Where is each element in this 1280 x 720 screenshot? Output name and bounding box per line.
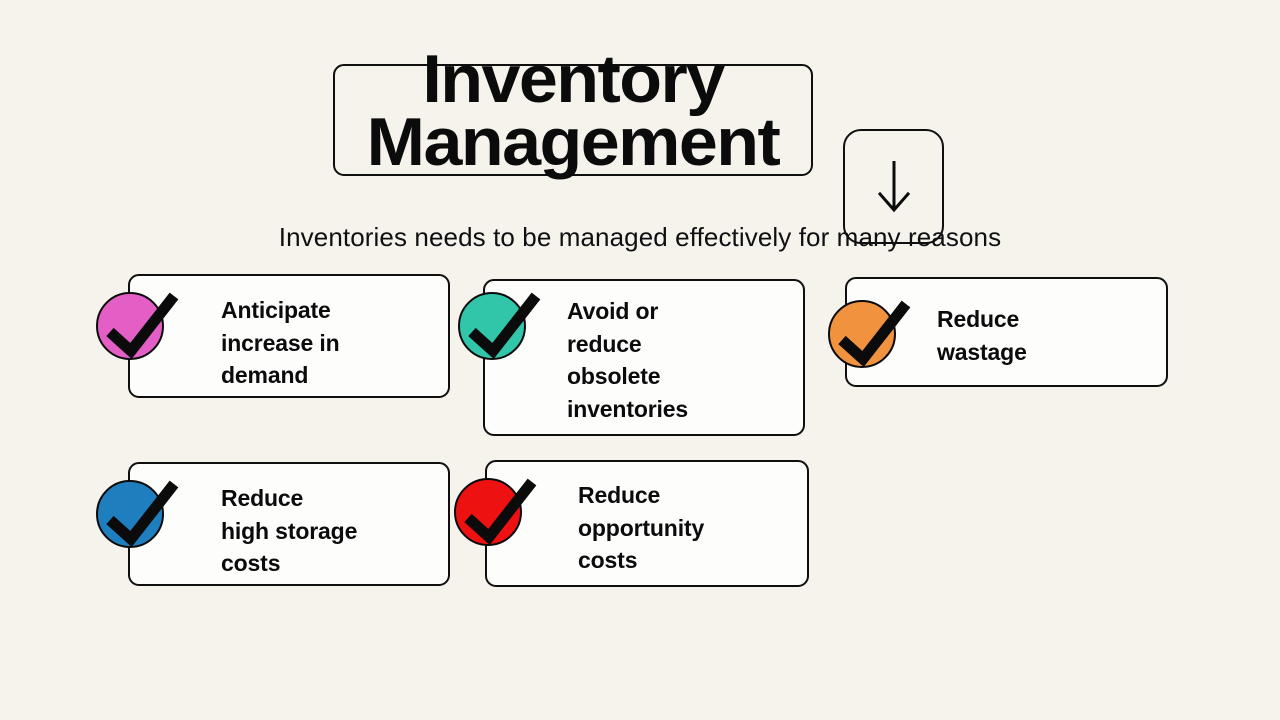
reason-card-label: Reduce high storage costs <box>221 485 358 577</box>
slide-header: Inventory Management <box>0 45 1280 244</box>
check-circle-icon <box>96 480 179 548</box>
reason-card-avoid-obsolete[interactable] <box>483 279 805 436</box>
slide-subtitle: Inventories needs to be managed effectiv… <box>278 222 1002 252</box>
check-circle-icon <box>454 478 537 546</box>
reason-card-label: Reduce wastage <box>937 306 1027 365</box>
reason-card-label: Reduce opportunity costs <box>578 482 705 574</box>
title-frame <box>333 64 813 176</box>
reason-card-label: Anticipate increase in demand <box>221 297 340 389</box>
check-circle-icon <box>458 292 541 360</box>
reason-card-label: Avoid or reduce obsolete inventories <box>567 298 689 422</box>
check-circle-icon <box>96 292 179 360</box>
page-title: Inventory Management <box>366 41 781 180</box>
check-circle-icon <box>828 300 911 368</box>
reason-card-anticipate-demand[interactable] <box>128 274 450 398</box>
scroll-down-button[interactable] <box>843 129 944 244</box>
